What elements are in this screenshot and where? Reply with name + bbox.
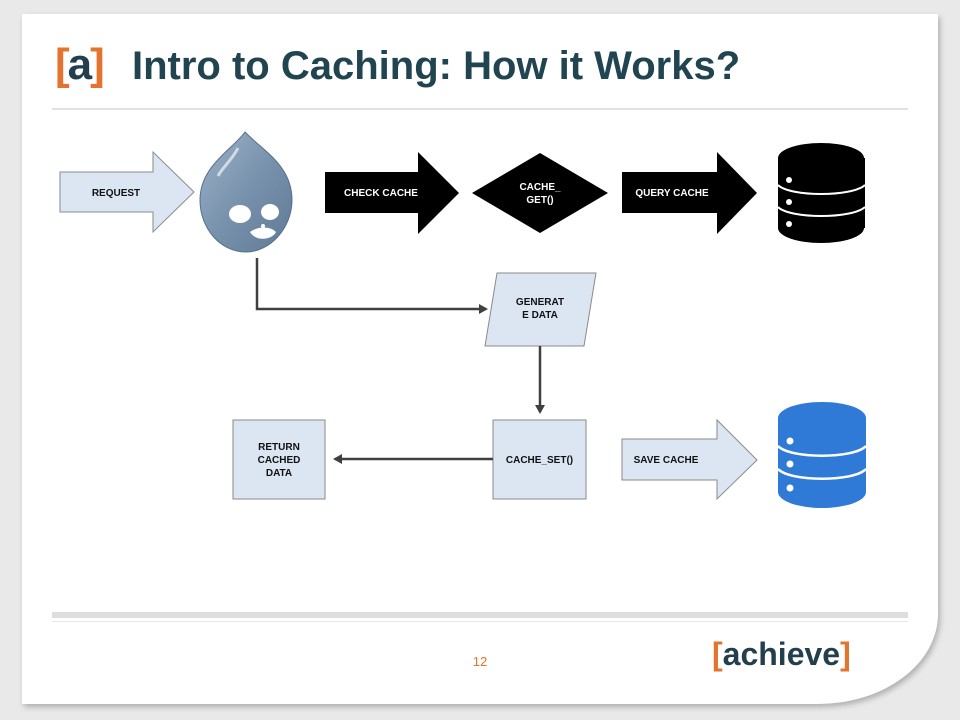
cache-get-label-line1: CACHE_ xyxy=(519,182,561,193)
save-cache-label: SAVE CACHE xyxy=(634,455,699,466)
footer-divider-thin xyxy=(52,621,908,622)
slide xyxy=(22,14,938,704)
save-cache-node: SAVE CACHE xyxy=(621,418,758,501)
request-label: REQUEST xyxy=(92,188,140,199)
return-cached-data-node: RETURN CACHED DATA xyxy=(232,419,326,500)
return-label-line2: CACHED xyxy=(258,455,301,466)
database-icon xyxy=(777,143,866,243)
brand-logo: [achieve] xyxy=(712,636,851,672)
generate-data-node: GENERAT E DATA xyxy=(484,272,597,347)
cache-set-node: CACHE_SET() xyxy=(492,419,587,500)
footer-divider xyxy=(52,612,908,618)
page-title: Intro to Caching: How it Works? xyxy=(132,44,741,88)
logo: [a] xyxy=(55,40,105,89)
generate-data-label-line2: E DATA xyxy=(522,310,558,321)
return-label-line1: RETURN xyxy=(258,442,300,453)
query-cache-node: QUERY CACHE xyxy=(622,152,757,234)
request-node: REQUEST xyxy=(59,150,195,234)
check-cache-label: CHECK CACHE xyxy=(344,188,418,199)
query-cache-label: QUERY CACHE xyxy=(635,188,709,199)
cache-get-decision: CACHE_ GET() xyxy=(472,153,608,233)
connector-drop-to-generate xyxy=(255,258,488,314)
generate-data-label-line1: GENERAT xyxy=(516,297,564,308)
check-cache-node: CHECK CACHE xyxy=(325,152,459,234)
database-icon xyxy=(777,402,867,508)
page-number: 12 xyxy=(472,654,488,669)
return-label-line3: DATA xyxy=(266,468,292,479)
drupal-drop-icon xyxy=(199,131,293,253)
cache-set-label: CACHE_SET() xyxy=(506,455,573,466)
cache-get-label-line2: GET() xyxy=(526,195,553,206)
title-divider xyxy=(52,108,908,110)
